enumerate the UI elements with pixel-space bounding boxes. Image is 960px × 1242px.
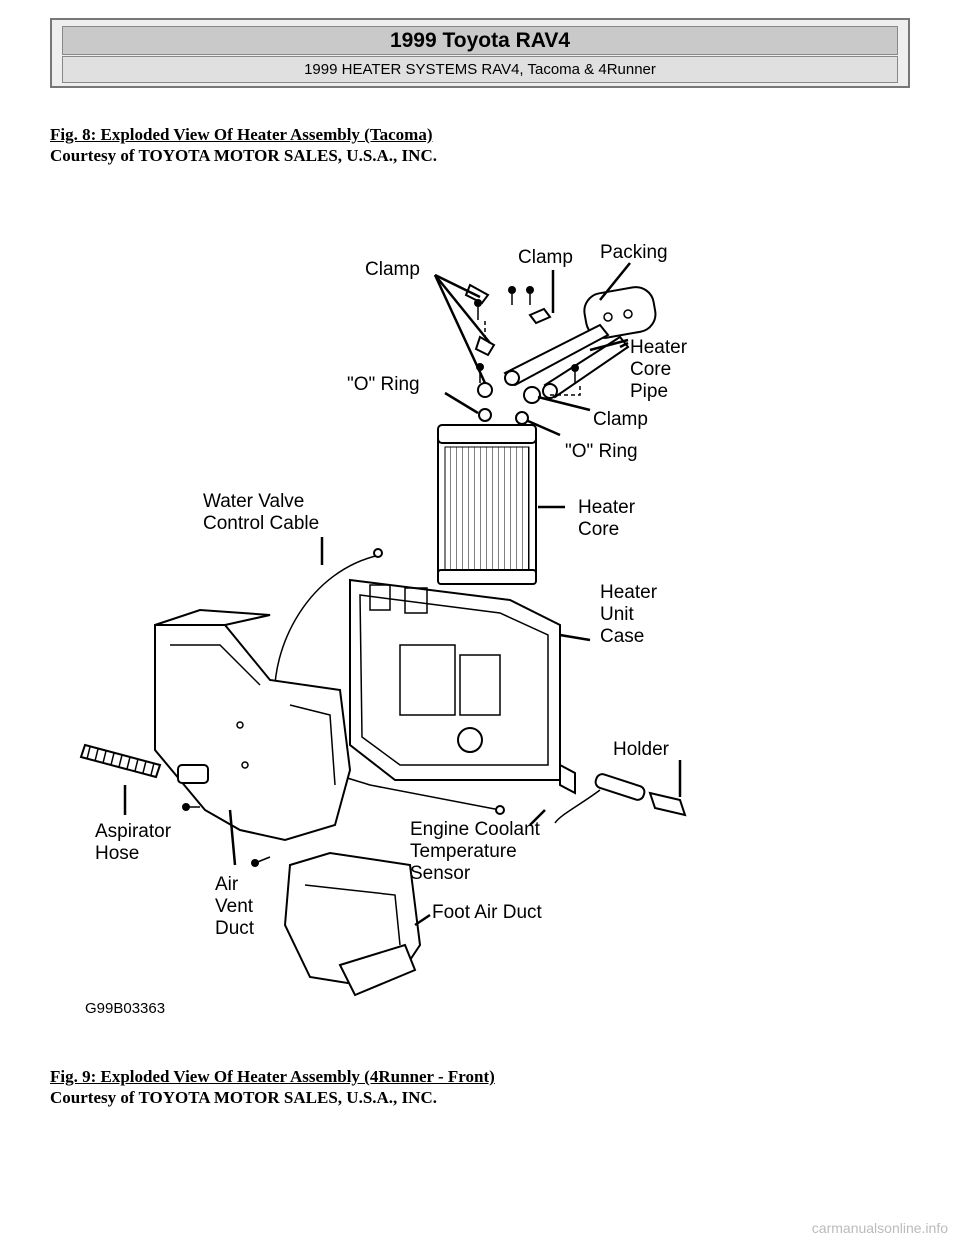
label-o-ring-right: "O" Ring [565, 441, 638, 462]
heater-unit-case-part [349, 578, 576, 795]
label-air-vent-duct-1: Air [215, 874, 239, 895]
label-heater-unit-case-2: Unit [600, 604, 635, 625]
label-foot-air-duct: Foot Air Duct [432, 902, 543, 923]
figure-9-caption: Fig. 9: Exploded View Of Heater Assembly… [50, 1067, 495, 1086]
heater-core-pipe-part [503, 323, 630, 399]
label-heater-unit-case-3: Case [600, 626, 644, 647]
label-clamp-top-left: Clamp [365, 259, 420, 280]
figure-8-courtesy: Courtesy of TOYOTA MOTOR SALES, U.S.A., … [50, 146, 437, 165]
figure-8-caption: Fig. 8: Exploded View Of Heater Assembly… [50, 125, 433, 144]
heater-assembly-figure: Clamp Clamp Packing Heater Core Pipe "O"… [60, 225, 780, 1025]
label-clamp-mid: Clamp [593, 409, 648, 430]
label-engine-coolant-1: Engine Coolant [410, 819, 541, 840]
label-air-vent-duct-3: Duct [215, 918, 255, 939]
figure-code: G99B03363 [85, 1000, 165, 1017]
label-engine-coolant-3: Sensor [410, 863, 471, 884]
site-watermark: carmanualsonline.info [811, 1220, 948, 1236]
label-o-ring-left: "O" Ring [347, 374, 420, 395]
engine-coolant-temperature-sensor-part [554, 773, 687, 824]
label-clamp-top: Clamp [518, 247, 573, 268]
packing-part [583, 286, 657, 339]
heater-core-part [437, 424, 537, 585]
label-heater-core-2: Core [578, 519, 619, 540]
label-heater-core-pipe-3: Pipe [630, 381, 668, 402]
air-vent-duct-part [154, 608, 352, 842]
part-labels: Clamp Clamp Packing Heater Core Pipe "O"… [85, 242, 688, 1017]
label-heater-core-1: Heater [578, 497, 636, 518]
manual-title: 1999 Toyota RAV4 [62, 26, 898, 55]
label-aspirator-hose-1: Aspirator [95, 821, 172, 842]
figure-9-courtesy: Courtesy of TOYOTA MOTOR SALES, U.S.A., … [50, 1088, 437, 1107]
heater-assembly-diagram: Clamp Clamp Packing Heater Core Pipe "O"… [79, 242, 688, 1017]
o-ring-parts [477, 382, 541, 425]
page-header: 1999 Toyota RAV4 1999 HEATER SYSTEMS RAV… [50, 18, 910, 88]
aspirator-hose-part [79, 743, 209, 811]
label-air-vent-duct-2: Vent [215, 896, 254, 917]
label-water-valve-1: Water Valve [203, 491, 304, 512]
foot-air-duct-part [251, 851, 422, 997]
label-heater-core-pipe-2: Core [630, 359, 671, 380]
leader-lines [123, 262, 682, 927]
label-aspirator-hose-2: Hose [95, 843, 139, 864]
label-heater-unit-case-1: Heater [600, 582, 658, 603]
label-heater-core-pipe-1: Heater [630, 337, 688, 358]
figure-8-caption-block: Fig. 8: Exploded View Of Heater Assembly… [50, 124, 437, 166]
label-water-valve-2: Control Cable [203, 513, 319, 534]
section-title: 1999 HEATER SYSTEMS RAV4, Tacoma & 4Runn… [62, 56, 898, 83]
label-packing: Packing [600, 242, 668, 263]
figure-9-caption-block: Fig. 9: Exploded View Of Heater Assembly… [50, 1066, 495, 1108]
label-holder: Holder [613, 739, 670, 760]
label-engine-coolant-2: Temperature [410, 841, 517, 862]
